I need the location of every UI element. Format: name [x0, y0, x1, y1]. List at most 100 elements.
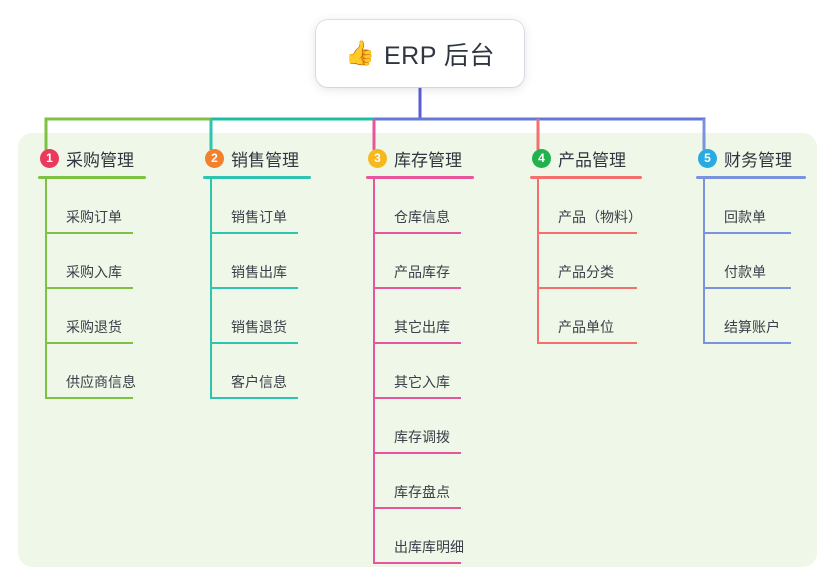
- leaf-label: 出库库明细: [394, 539, 464, 555]
- leaf-node[interactable]: 销售出库: [203, 234, 311, 289]
- leaf-node[interactable]: 销售退货: [203, 289, 311, 344]
- leaf-node[interactable]: 产品分类: [530, 234, 642, 289]
- leaf-node[interactable]: 产品单位: [530, 289, 642, 344]
- leaf-list: 采购订单采购入库采购退货供应商信息: [38, 179, 146, 399]
- leaf-label: 产品分类: [558, 264, 614, 280]
- leaf-underline: [210, 342, 298, 344]
- branch-spine: [45, 179, 47, 399]
- leaf-node[interactable]: 付款单: [696, 234, 806, 289]
- branch-4: 4 产品管理产品（物料） 产品分类产品单位: [530, 145, 642, 344]
- branch-number-badge: 2: [205, 148, 224, 168]
- leaf-label: 采购退货: [66, 319, 122, 335]
- leaf-underline: [537, 342, 637, 344]
- leaf-node[interactable]: 仓库信息: [366, 179, 474, 234]
- branch-title: 采购管理: [66, 150, 134, 170]
- branch-header-1[interactable]: 1 采购管理: [38, 145, 146, 171]
- leaf-node[interactable]: 其它出库: [366, 289, 474, 344]
- leaf-underline: [210, 232, 298, 234]
- leaf-underline: [537, 287, 637, 289]
- leaf-underline: [703, 287, 791, 289]
- leaf-underline: [373, 452, 461, 454]
- branch-number-badge: 4: [532, 148, 551, 168]
- root-title: ERP 后台: [383, 41, 495, 70]
- leaf-label: 产品库存: [394, 264, 450, 280]
- thumbs-up-emoji: 👍: [345, 39, 375, 67]
- branch-underline: [203, 176, 311, 179]
- branch-spine: [373, 179, 375, 564]
- leaf-label: 其它出库: [394, 319, 450, 335]
- leaf-node[interactable]: 采购入库: [38, 234, 146, 289]
- root-node[interactable]: 👍 ERP 后台: [316, 20, 524, 87]
- branch-header-5[interactable]: 5 财务管理: [696, 145, 806, 171]
- leaf-label: 其它入库: [394, 374, 450, 390]
- leaf-node[interactable]: 产品库存: [366, 234, 474, 289]
- leaf-underline: [210, 287, 298, 289]
- leaf-node[interactable]: 供应商信息: [38, 344, 146, 399]
- leaf-node[interactable]: 客户信息: [203, 344, 311, 399]
- branch-title: 财务管理: [724, 150, 792, 170]
- leaf-list: 仓库信息产品库存其它出库其它入库库存调拨库存盘点出库库明细: [366, 179, 474, 564]
- leaf-node[interactable]: 销售订单: [203, 179, 311, 234]
- leaf-label: 回款单: [724, 209, 766, 225]
- leaf-underline: [373, 397, 461, 399]
- leaf-underline: [373, 232, 461, 234]
- leaf-underline: [373, 562, 461, 564]
- leaf-label: 销售退货: [231, 319, 287, 335]
- leaf-label: 采购订单: [66, 209, 122, 225]
- branch-title: 销售管理: [231, 150, 299, 170]
- leaf-node[interactable]: 出库库明细: [366, 509, 474, 564]
- branch-spine: [537, 179, 539, 344]
- branch-number-badge: 3: [368, 148, 387, 168]
- leaf-node[interactable]: 回款单: [696, 179, 806, 234]
- branch-spine: [703, 179, 705, 344]
- leaf-underline: [45, 342, 133, 344]
- branches-panel: [18, 133, 817, 567]
- branch-header-2[interactable]: 2 销售管理: [203, 145, 311, 171]
- branch-5: 5 财务管理回款单付款单结算账户: [696, 145, 806, 344]
- leaf-node[interactable]: 产品（物料）: [530, 179, 642, 234]
- leaf-underline: [703, 342, 791, 344]
- leaf-list: 销售订单销售出库销售退货客户信息: [203, 179, 311, 399]
- leaf-node[interactable]: 库存调拨: [366, 399, 474, 454]
- leaf-underline: [210, 397, 298, 399]
- leaf-underline: [45, 397, 133, 399]
- leaf-node[interactable]: 采购退货: [38, 289, 146, 344]
- branch-header-3[interactable]: 3 库存管理: [366, 145, 474, 171]
- leaf-label: 库存调拨: [394, 429, 450, 445]
- leaf-label: 付款单: [724, 264, 766, 280]
- branch-title: 库存管理: [394, 150, 462, 170]
- leaf-node[interactable]: 结算账户: [696, 289, 806, 344]
- branch-3: 3 库存管理仓库信息产品库存其它出库其它入库库存调拨库存盘点出库库明细: [366, 145, 474, 564]
- leaf-label: 销售订单: [231, 209, 287, 225]
- leaf-node[interactable]: 采购订单: [38, 179, 146, 234]
- branch-underline: [366, 176, 474, 179]
- leaf-underline: [373, 342, 461, 344]
- leaf-underline: [373, 507, 461, 509]
- leaf-label: 采购入库: [66, 264, 122, 280]
- leaf-label: 结算账户: [724, 319, 780, 335]
- branch-number-badge: 5: [698, 148, 717, 168]
- leaf-underline: [537, 232, 637, 234]
- branch-2: 2 销售管理销售订单销售出库销售退货客户信息: [203, 145, 311, 399]
- leaf-label: 销售出库: [231, 264, 287, 280]
- leaf-node[interactable]: 库存盘点: [366, 454, 474, 509]
- branch-title: 产品管理: [558, 150, 626, 170]
- branch-underline: [696, 176, 806, 179]
- branch-spine: [210, 179, 212, 399]
- branch-1: 1 采购管理采购订单采购入库采购退货供应商信息: [38, 145, 146, 399]
- leaf-node[interactable]: 其它入库: [366, 344, 474, 399]
- leaf-label: 供应商信息: [66, 374, 136, 390]
- leaf-label: 产品（物料）: [558, 209, 642, 225]
- leaf-label: 库存盘点: [394, 484, 450, 500]
- branch-underline: [530, 176, 642, 179]
- branch-underline: [38, 176, 146, 179]
- leaf-list: 产品（物料） 产品分类产品单位: [530, 179, 642, 344]
- leaf-underline: [45, 287, 133, 289]
- leaf-underline: [45, 232, 133, 234]
- leaf-label: 产品单位: [558, 319, 614, 335]
- branch-header-4[interactable]: 4 产品管理: [530, 145, 642, 171]
- leaf-label: 客户信息: [231, 374, 287, 390]
- branch-number-badge: 1: [40, 148, 59, 168]
- leaf-underline: [703, 232, 791, 234]
